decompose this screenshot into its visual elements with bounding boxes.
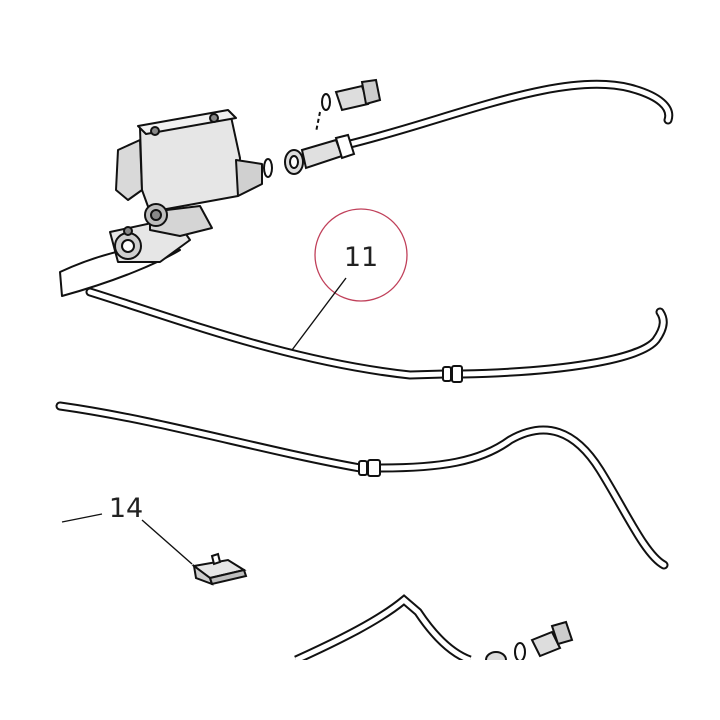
bottom-fitting <box>294 594 676 720</box>
brake-hose-upper <box>85 79 674 380</box>
master-cylinder <box>59 109 263 297</box>
hose-joint-upper <box>442 365 463 383</box>
callout-14-left-line <box>61 513 103 523</box>
banjo-fitting-upper <box>263 78 382 178</box>
hose-clip <box>191 552 248 586</box>
callout-14-leader-line <box>141 519 193 565</box>
callout-11-leader-line <box>291 277 347 351</box>
hose-joint-lower <box>358 459 381 477</box>
callout-14-label: 14 <box>109 493 143 524</box>
callout-11-label: 11 <box>344 242 378 273</box>
brake-hose-lower <box>55 401 669 570</box>
callout-highlight-circle <box>314 208 408 302</box>
callout-11: 11 <box>291 208 408 351</box>
callout-14: 14 <box>61 493 193 565</box>
